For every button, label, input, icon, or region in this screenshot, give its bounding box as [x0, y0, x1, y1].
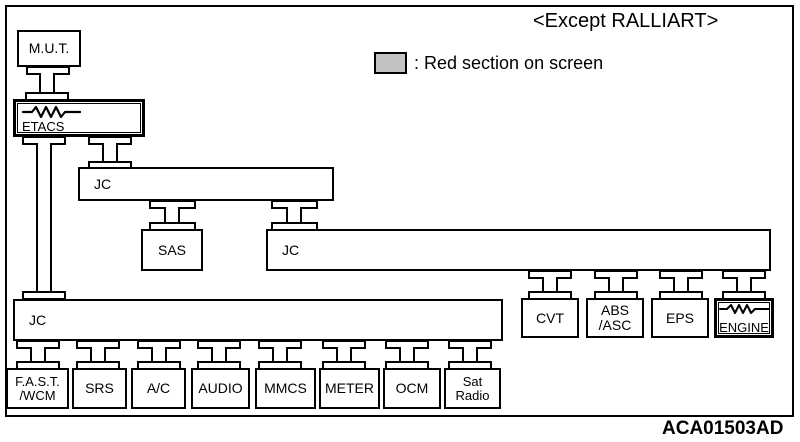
node-jc-long-label: JC [282, 241, 300, 258]
node-mmcs-label: MMCS [264, 380, 307, 397]
node-abs-asc-label: ABS /ASC [598, 302, 632, 333]
node-jc-bottom-label: JC [29, 311, 47, 328]
node-cvt-label: CVT [536, 309, 564, 326]
cable-mut-etacs [39, 73, 55, 97]
node-eps: EPS [651, 298, 709, 338]
cable-etacs-jc-bottom [36, 143, 52, 297]
node-jc-long: JC [266, 229, 771, 271]
node-jc-mid: JC [78, 167, 334, 201]
node-cvt: CVT [521, 298, 579, 338]
node-ocm-label: OCM [395, 380, 429, 397]
node-srs-label: SRS [85, 380, 114, 397]
figure-title: <Except RALLIART> [533, 10, 719, 32]
node-jc-mid-label: JC [94, 175, 112, 192]
resistor-icon [719, 304, 770, 314]
node-engine-label: ENGINE [719, 320, 769, 336]
node-sas: SAS [141, 229, 203, 271]
node-mut-label: M.U.T. [28, 40, 70, 57]
node-mut: M.U.T. [17, 30, 81, 67]
node-etacs-label: ETACS [22, 119, 65, 135]
node-engine: ENGINE [714, 298, 774, 338]
node-meter: METER [319, 368, 380, 409]
node-jc-bottom: JC [13, 299, 503, 341]
node-fast-wcm: F.A.S.T. /WCM [6, 368, 69, 409]
node-eps-label: EPS [665, 309, 694, 326]
node-mmcs: MMCS [255, 368, 316, 409]
node-audio-label: AUDIO [198, 380, 243, 397]
node-fast-wcm-label: F.A.S.T. /WCM [15, 373, 60, 403]
node-etacs: ETACS [13, 99, 145, 137]
node-srs: SRS [72, 368, 127, 409]
node-sat-radio-label: Sat Radio [455, 373, 490, 403]
node-sas-label: SAS [157, 241, 186, 258]
legend-label: : Red section on screen [414, 53, 604, 73]
node-ocm: OCM [383, 368, 441, 409]
node-sat-radio: Sat Radio [444, 368, 501, 409]
node-abs-asc: ABS /ASC [586, 298, 644, 338]
node-meter-label: METER [325, 380, 374, 397]
figure-code: ACA01503AD [662, 418, 784, 439]
node-ac-label: A/C [146, 380, 171, 397]
node-ac: A/C [131, 368, 186, 409]
node-audio: AUDIO [191, 368, 250, 409]
legend-color-swatch [374, 52, 407, 74]
resistor-icon [22, 105, 82, 118]
